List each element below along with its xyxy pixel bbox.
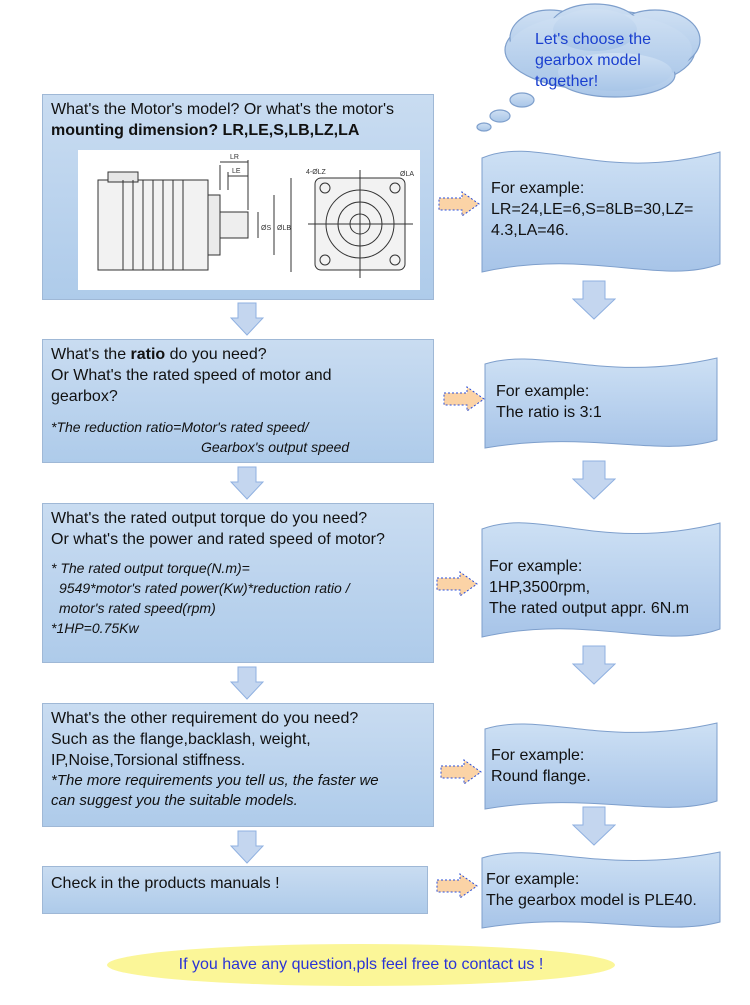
step2-note-line2: Gearbox's output speed [201, 439, 350, 455]
contact-banner: If you have any question,pls feel free t… [107, 944, 615, 986]
right-arrow-3 [436, 571, 478, 597]
step5-question-box: Check in the products manuals ! [42, 866, 428, 914]
step3-question-box: What's the rated output torque do you ne… [42, 503, 434, 663]
cloud-line-3: together! [535, 73, 599, 90]
example1-line3: 4.3,LA=46. [491, 222, 569, 239]
step4-note-line1: *The more requirements you tell us, the … [51, 772, 379, 789]
step2-note-line1: *The reduction ratio=Motor's rated speed… [51, 419, 309, 435]
step1-question-line1: What's the Motor's model? Or what's the … [51, 101, 395, 118]
step4-note-line2: can suggest you the suitable models. [51, 792, 298, 809]
example1-line1: For example: [491, 180, 585, 197]
step3-question-line2: Or what's the power and rated speed of m… [51, 531, 385, 548]
motor-dimension-drawing: LR LE ØS ØLB 4-ØLZ ØLA [78, 150, 420, 290]
step3-note-line2: 9549*motor's rated power(Kw)*reduction r… [59, 580, 350, 596]
label-la: ØLA [400, 171, 414, 178]
example2-line2: The ratio is 3:1 [496, 404, 602, 421]
step3-note-line3: motor's rated speed(rpm) [59, 600, 216, 616]
step5-question-line1: Check in the products manuals ! [51, 875, 280, 892]
down-arrow-left-4 [230, 830, 264, 864]
right-arrow-2 [443, 386, 485, 412]
down-arrow-right-3 [572, 645, 616, 685]
thought-cloud [476, 3, 701, 132]
right-arrow-5 [436, 873, 478, 899]
example1-text: For example: LR=24,LE=6,S=8LB=30,LZ= 4.3… [491, 178, 693, 241]
example5-panel [481, 851, 721, 929]
step2-question-box: What's the ratio do you need? Or What's … [42, 339, 434, 463]
step4-question-box: What's the other requirement do you need… [42, 703, 434, 827]
label-lz: 4-ØLZ [306, 169, 327, 176]
example4-panel [484, 722, 718, 810]
example3-line1: For example: [489, 558, 583, 575]
label-lb: ØLB [277, 225, 291, 232]
step4-question-line2: Such as the flange,backlash, weight, [51, 731, 311, 748]
step2-question-line1: What's the ratio do you need? [51, 346, 267, 363]
right-arrow-4 [440, 759, 482, 785]
example5-line2: The gearbox model is PLE40. [486, 892, 697, 909]
example2-line1: For example: [496, 383, 590, 400]
example4-text: For example: Round flange. [491, 745, 591, 787]
step3-note-line1: * The rated output torque(N.m)= [51, 560, 250, 576]
example5-text: For example: The gearbox model is PLE40. [486, 869, 697, 911]
right-arrow-1 [438, 191, 480, 217]
example3-text: For example: 1HP,3500rpm, The rated outp… [489, 556, 689, 619]
step3-note-line4: *1HP=0.75Kw [51, 620, 139, 636]
step4-question-line3: IP,Noise,Torsional stiffness. [51, 752, 246, 769]
example4-line2: Round flange. [491, 768, 591, 785]
cloud-line-2: gearbox model [535, 52, 641, 69]
step3-question-line1: What's the rated output torque do you ne… [51, 510, 368, 527]
example1-line2: LR=24,LE=6,S=8LB=30,LZ= [491, 201, 694, 218]
example1-panel [481, 150, 721, 273]
down-arrow-left-3 [230, 666, 264, 700]
example2-panel [484, 357, 718, 449]
label-lr: LR [230, 154, 239, 161]
example4-line1: For example: [491, 747, 585, 764]
label-s: ØS [261, 225, 271, 232]
down-arrow-left-1 [230, 302, 264, 336]
cloud-line-1: Let's choose the [535, 31, 652, 48]
cloud-text: Let's choose the gearbox model together! [535, 29, 675, 92]
example5-line1: For example: [486, 871, 580, 888]
example3-line2: 1HP,3500rpm, [489, 579, 591, 596]
down-arrow-left-2 [230, 466, 264, 500]
step4-question-line1: What's the other requirement do you need… [51, 710, 359, 727]
step1-question-line2: mounting dimension? LR,LE,S,LB,LZ,LA [51, 122, 360, 139]
step2-question-line2: Or What's the rated speed of motor and [51, 367, 332, 384]
down-arrow-right-4 [572, 806, 616, 846]
example3-line3: The rated output appr. 6N.m [489, 600, 690, 617]
down-arrow-right-1 [572, 280, 616, 320]
step2-question-line3: gearbox? [51, 388, 118, 405]
label-le: LE [232, 168, 241, 175]
example2-text: For example: The ratio is 3:1 [496, 381, 602, 423]
down-arrow-right-2 [572, 460, 616, 500]
example3-panel [481, 522, 721, 638]
